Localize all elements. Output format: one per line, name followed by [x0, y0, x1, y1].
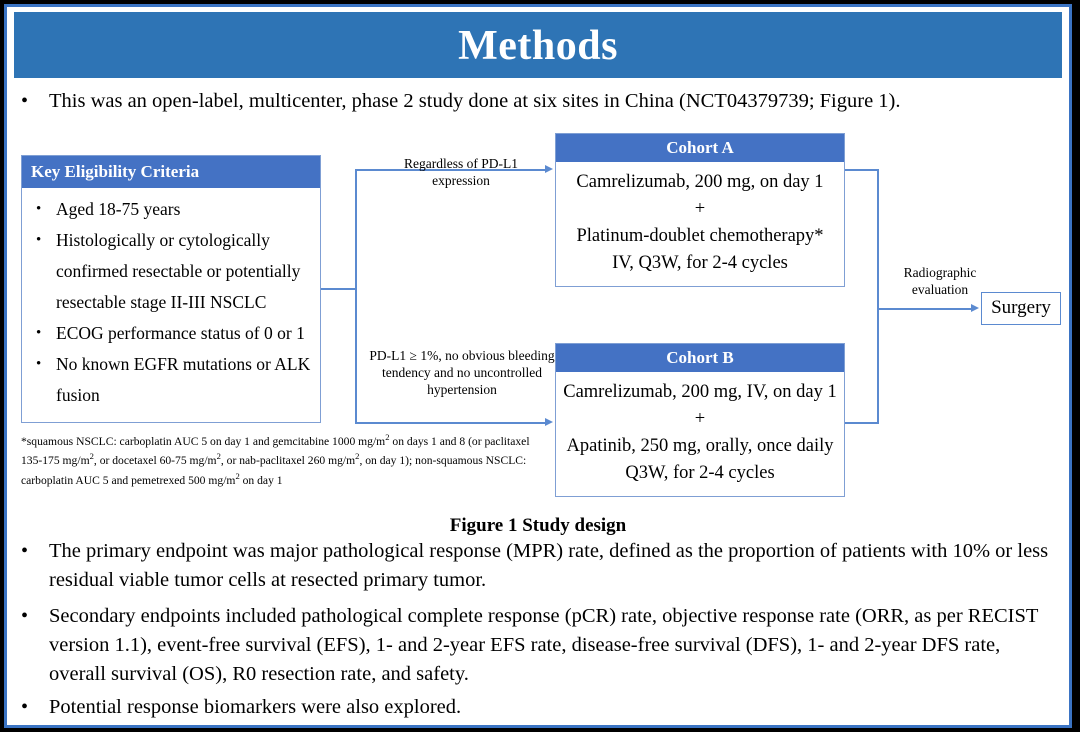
connector-to-surgery	[877, 308, 973, 310]
cohort-a-line: +	[694, 199, 706, 219]
cohort-a-line: Platinum-doublet chemotherapy*	[576, 226, 824, 246]
connector-to-cohort-b	[355, 422, 545, 424]
cohort-a-header: Cohort A	[556, 134, 844, 162]
slide-title-bar: Methods	[14, 12, 1062, 78]
cohort-a-body: Camrelizumab, 200 mg, on day 1 + Platinu…	[556, 162, 844, 286]
cohort-b-annotation: PD-L1 ≥ 1%, no obvious bleeding tendency…	[369, 348, 555, 397]
study-design-figure: Key Eligibility Criteria • Aged 18-75 ye…	[7, 125, 1069, 510]
bullet-marker: •	[36, 325, 42, 341]
secondary-endpoint-text: Secondary endpoints included pathologica…	[49, 605, 1039, 685]
bullet-marker: •	[21, 696, 29, 718]
footnote-superscript: 2	[235, 470, 240, 481]
figure-caption: Figure 1 Study design	[449, 515, 627, 536]
list-item-label: No known EGFR mutations or ALK fusion	[56, 354, 311, 405]
list-item-label: Histologically or cytologically confirme…	[56, 230, 301, 312]
cohort-b-line: Q3W, for 2-4 cycles	[625, 463, 775, 483]
footnote-part: , on day 1); non-squamous NSCLC: carbopl…	[21, 454, 527, 487]
bullet-marker: •	[21, 540, 29, 562]
bullet-marker: •	[21, 605, 29, 627]
connector-cohort-a-out	[845, 169, 879, 171]
eligibility-criteria-box: Key Eligibility Criteria • Aged 18-75 ye…	[21, 155, 321, 423]
cohort-a-annotation: Regardless of PD-L1 expression	[404, 156, 518, 188]
eligibility-header-bar: Key Eligibility Criteria	[22, 156, 320, 188]
list-item: • No known EGFR mutations or ALK fusion	[22, 349, 320, 411]
bullet-marker: •	[36, 232, 42, 248]
chemotherapy-footnote: *squamous NSCLC: carboplatin AUC 5 on da…	[21, 430, 549, 488]
connector-to-cohort-a	[355, 169, 545, 171]
connector-elig-stub	[321, 288, 357, 290]
surgery-annotation: Radiographic evaluation	[903, 265, 977, 297]
footnote-part: , or docetaxel 60-75 mg/m	[93, 454, 217, 468]
cohort-a-line: IV, Q3W, for 2-4 cycles	[612, 253, 788, 273]
footnote-part: on days 1 and 8 (or paclitaxel 135-175 m…	[21, 434, 530, 468]
footnote-part: *squamous NSCLC: carboplatin AUC 5 on da…	[21, 434, 386, 448]
biomarker-text: Potential response biomarkers were also …	[49, 696, 462, 718]
arrow-to-cohort-a-icon	[545, 164, 553, 173]
footnote-superscript: 2	[89, 451, 94, 462]
bullet-marker: •	[21, 90, 29, 112]
cohort-a-line: Camrelizumab, 200 mg, on day 1	[576, 172, 824, 192]
slide-frame: Methods • This was an open-label, multic…	[4, 4, 1072, 728]
eligibility-list: • Aged 18-75 years • Histologically or c…	[22, 194, 320, 411]
cohort-a-box: Cohort A Camrelizumab, 200 mg, on day 1 …	[555, 133, 845, 287]
list-item: • Aged 18-75 years	[22, 194, 320, 225]
list-item: • Histologically or cytologically confir…	[22, 225, 320, 318]
cohort-b-box: Cohort B Camrelizumab, 200 mg, IV, on da…	[555, 343, 845, 497]
footnote-superscript: 2	[355, 451, 360, 462]
cohort-b-line: Apatinib, 250 mg, orally, once daily	[566, 436, 834, 456]
surgery-box: Surgery	[981, 292, 1061, 325]
connector-merge-vertical	[877, 169, 879, 423]
list-item-label: Aged 18-75 years	[56, 199, 181, 219]
cohort-b-body: Camrelizumab, 200 mg, IV, on day 1 + Apa…	[556, 372, 844, 496]
page-title: Methods	[458, 23, 618, 69]
slide-content: Methods • This was an open-label, multic…	[7, 7, 1069, 725]
bullet-marker: •	[36, 356, 42, 372]
cohort-b-line: +	[694, 409, 706, 429]
footnote-part: on day 1	[239, 473, 283, 487]
cohort-b-line: Camrelizumab, 200 mg, IV, on day 1	[563, 382, 837, 402]
footnote-part: , or nab-paclitaxel 260 mg/m	[220, 454, 356, 468]
arrow-to-cohort-b-icon	[545, 417, 553, 426]
connector-cohort-b-out	[845, 422, 879, 424]
footnote-superscript: 2	[385, 432, 390, 442]
arrow-to-surgery-icon	[971, 303, 979, 312]
list-item: • ECOG performance status of 0 or 1	[22, 318, 320, 349]
footnote-superscript: 2	[216, 451, 221, 462]
bullet-marker: •	[36, 201, 42, 217]
primary-endpoint-text: The primary endpoint was major pathologi…	[49, 540, 1049, 591]
eligibility-header-label: Key Eligibility Criteria	[31, 162, 200, 181]
intro-bullet-text: This was an open-label, multicenter, pha…	[49, 90, 901, 112]
list-item-label: ECOG performance status of 0 or 1	[56, 323, 305, 343]
connector-split-vertical	[355, 169, 357, 423]
cohort-b-header: Cohort B	[556, 344, 844, 372]
